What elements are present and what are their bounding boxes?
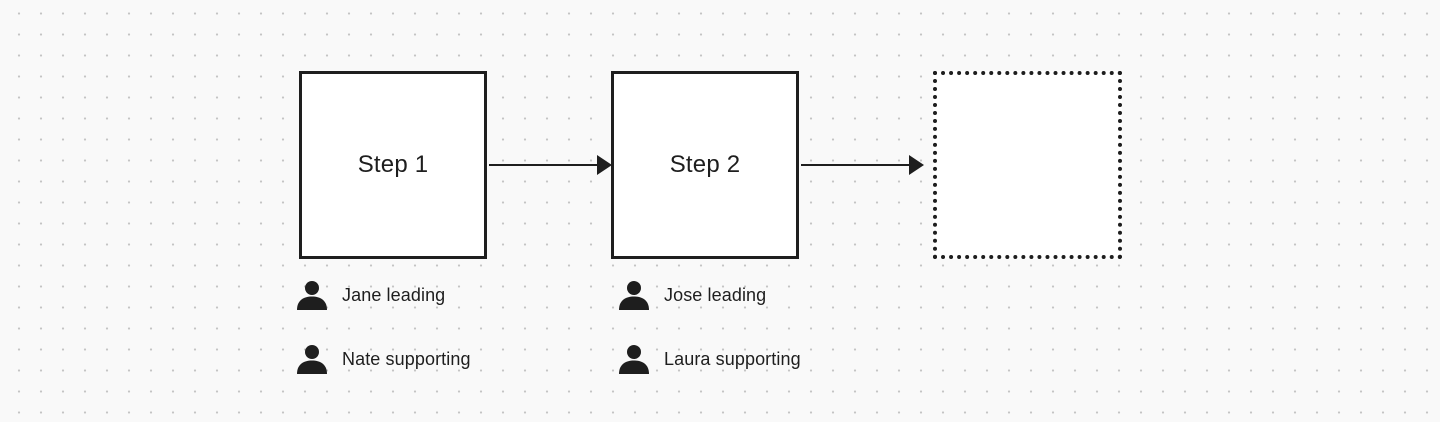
person-laura: Laura supporting bbox=[618, 343, 801, 375]
person-icon bbox=[619, 281, 649, 310]
step-2-box[interactable]: Step 2 bbox=[611, 71, 799, 259]
person-label: Jose leading bbox=[664, 284, 767, 305]
person-label: Laura supporting bbox=[664, 348, 801, 369]
person-label: Jane leading bbox=[342, 284, 446, 305]
step-3-placeholder-box[interactable] bbox=[933, 71, 1122, 259]
arrowhead-step3 bbox=[909, 155, 924, 175]
person-nate: Nate supporting bbox=[296, 343, 471, 375]
person-label: Nate supporting bbox=[342, 348, 471, 369]
step-1-title: Step 1 bbox=[357, 151, 429, 178]
connector-step2-to-step3[interactable] bbox=[801, 164, 909, 166]
person-icon bbox=[297, 345, 327, 374]
person-icon bbox=[297, 281, 327, 310]
arrowhead-step2 bbox=[597, 155, 612, 175]
person-icon bbox=[619, 345, 649, 374]
person-jose: Jose leading bbox=[618, 279, 766, 311]
step-1-box[interactable]: Step 1 bbox=[299, 71, 487, 259]
step-2-title: Step 2 bbox=[669, 151, 741, 178]
person-jane: Jane leading bbox=[296, 279, 445, 311]
connector-step1-to-step2[interactable] bbox=[489, 164, 597, 166]
